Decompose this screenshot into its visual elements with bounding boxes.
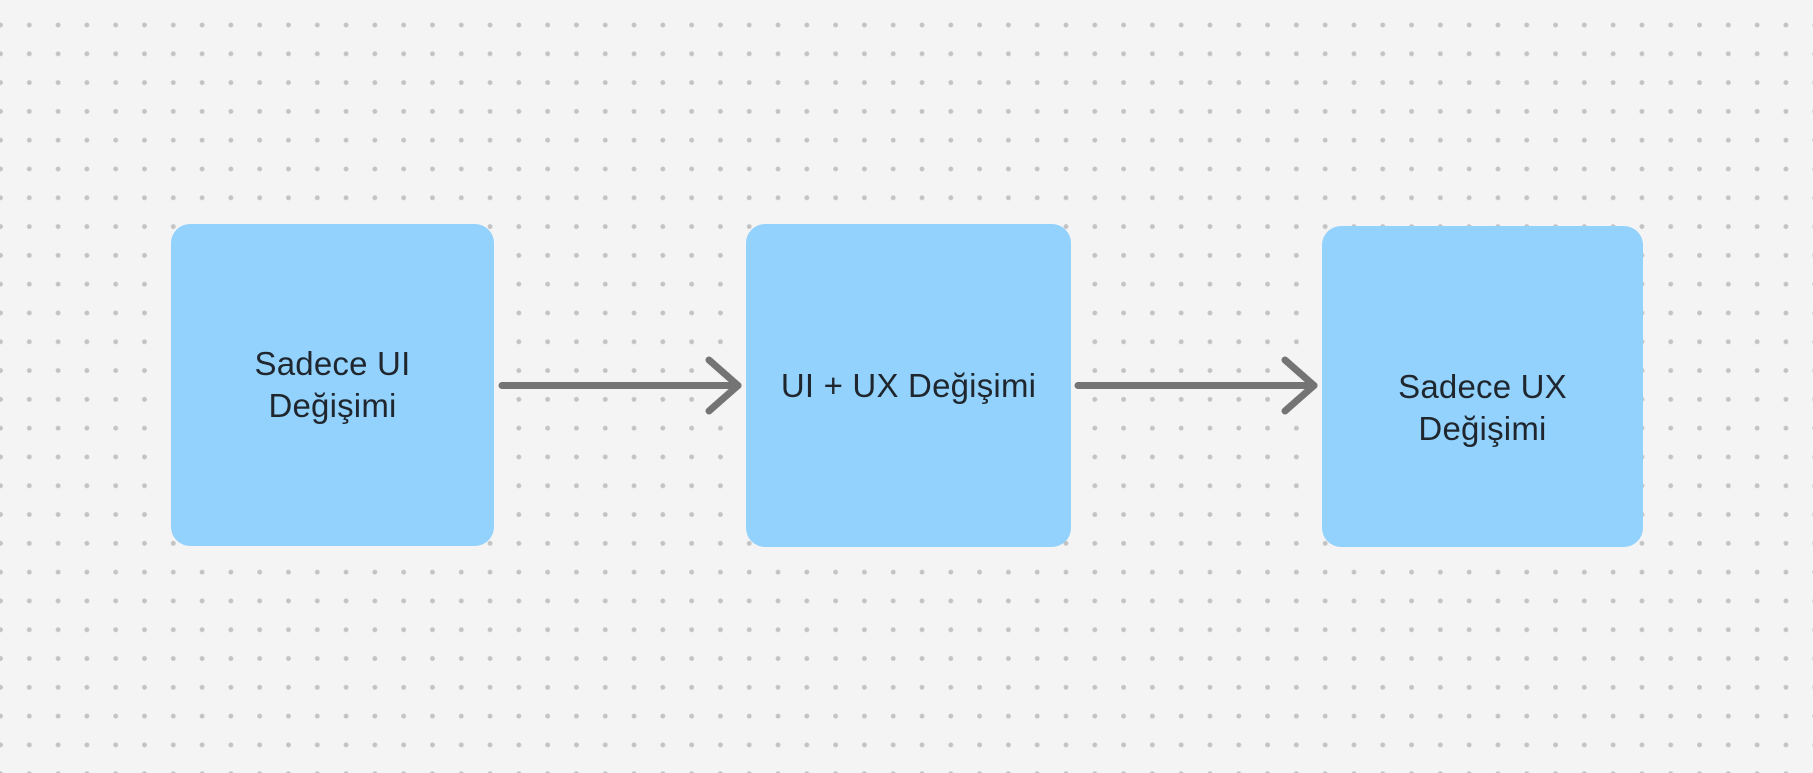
arrowhead-icon	[1281, 356, 1318, 415]
node-label: Sadece UX Değişimi	[1398, 367, 1567, 447]
arrowhead-icon	[705, 356, 742, 415]
node-label: UI + UX Değişimi	[780, 366, 1037, 404]
flow-node-sadece-ux[interactable]: Sadece UX Değişimi	[1322, 226, 1643, 547]
node-label: Sadece UI Değişimi	[254, 345, 411, 424]
connector-node1-node2[interactable]	[495, 352, 745, 420]
connector-node2-node3[interactable]	[1071, 352, 1321, 420]
flow-node-sadece-ui[interactable]: Sadece UI Değişimi	[171, 224, 494, 546]
flow-node-ui-ux[interactable]: UI + UX Değişimi	[746, 224, 1071, 547]
